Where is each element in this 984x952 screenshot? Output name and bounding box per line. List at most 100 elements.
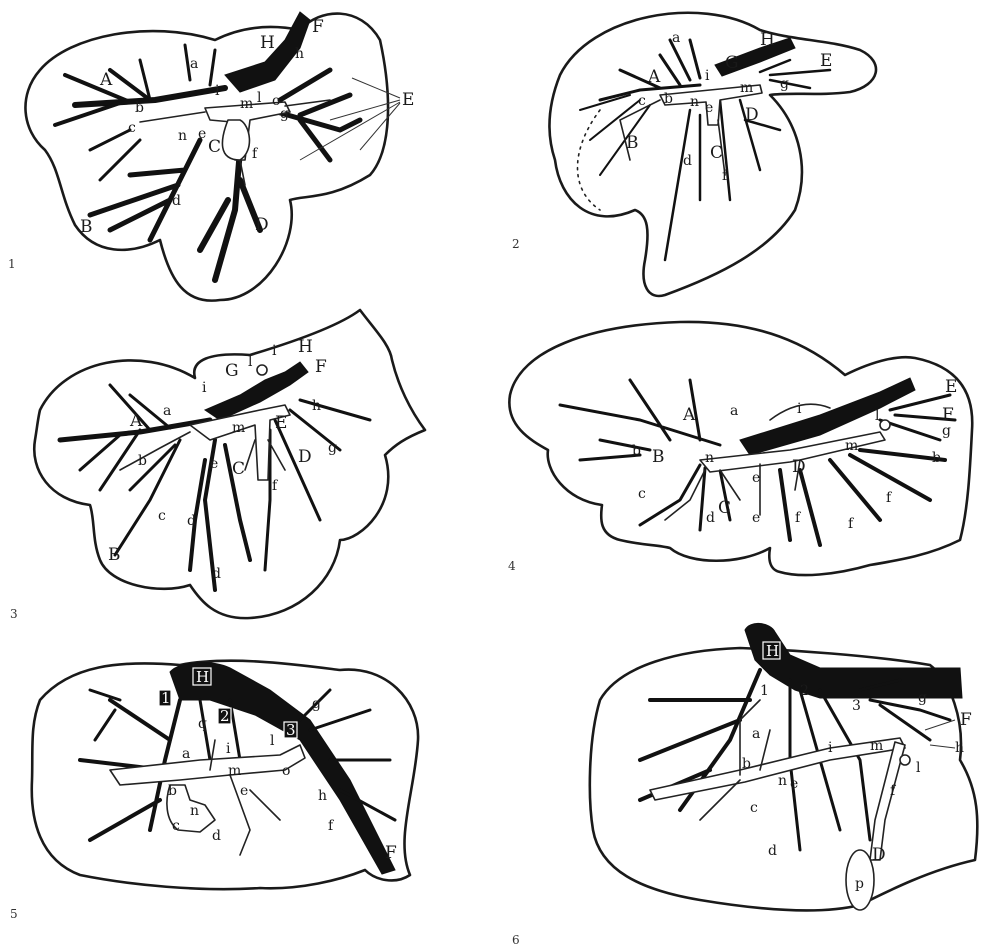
figure-number-6: 6 — [512, 933, 520, 947]
panel-1-label: B — [80, 217, 93, 237]
panel-6-label: f — [890, 783, 897, 799]
figure-number-1: 1 — [8, 257, 16, 271]
panel-2-label: m — [740, 80, 753, 96]
panel-1-label: a — [190, 56, 198, 72]
panel-6-label: m — [870, 738, 883, 754]
panel-6-label: a — [752, 726, 760, 742]
panel-5-label: l — [270, 733, 275, 749]
panel-4-label: d — [706, 510, 715, 526]
panel-4-label: m — [845, 438, 858, 454]
panel-6-label: c — [750, 800, 758, 816]
panel-5: H 1 2 3 a b c d e f F g h i l m n o q 5 — [10, 661, 418, 921]
panel-6-label: 3 — [852, 698, 861, 714]
panel-1-label: n — [178, 128, 187, 144]
panel-6-label: D — [872, 845, 886, 865]
panel-3: A B C D E F G H a b c d d e f g h i i l … — [10, 310, 425, 621]
panel-3-label: A — [129, 411, 143, 431]
panel-5-label: 1 — [161, 689, 171, 707]
panel-5-label: i — [226, 741, 231, 757]
panel-2-label: n — [690, 94, 699, 110]
panel-1-label: o — [272, 93, 280, 109]
figure-number-2: 2 — [512, 237, 520, 251]
panel-3-label: m — [232, 420, 245, 436]
panel-2-label: i — [705, 68, 710, 84]
panel-3-label: e — [210, 456, 218, 472]
panel-6-label: i — [828, 740, 833, 756]
panel-4-label: e — [752, 510, 760, 526]
panel-5-label: F — [385, 843, 397, 863]
panel-3-label: F — [315, 357, 327, 377]
panel-4-label: a — [730, 403, 738, 419]
panel-1-label: c — [128, 120, 136, 136]
panel-3-label: f — [272, 478, 279, 494]
panel-2: A B C D E G H a b c d e f g i m n 2 — [512, 13, 876, 296]
panel-6-label: p — [855, 876, 864, 892]
figure-number-5: 5 — [10, 907, 18, 921]
panel-1-label: e — [198, 126, 206, 142]
panel-2-label: e — [705, 100, 713, 116]
panel-6-label: b — [742, 756, 751, 772]
panel-2-label: B — [626, 133, 639, 153]
panel-5-label: m — [228, 763, 241, 779]
panel-1-label: m — [240, 96, 253, 112]
figure-number-3: 3 — [10, 607, 18, 621]
panel-4-label: l — [875, 408, 880, 424]
panel-1-label: b — [135, 100, 144, 116]
panel-2-label: D — [745, 105, 759, 125]
panel-6-label: l — [916, 760, 921, 776]
panel-6-label: g — [918, 690, 927, 706]
panel-6-label: H — [766, 642, 779, 660]
panel-6-label: h — [955, 740, 964, 756]
panel-2-label: H — [760, 30, 775, 50]
panel-6-label: d — [768, 843, 777, 859]
panel-6-label: n — [778, 773, 787, 789]
panel-5-label: b — [168, 783, 177, 799]
panel-3-label: g — [328, 440, 337, 456]
panel-1-label: h — [295, 46, 304, 62]
panel-4-label: g — [942, 423, 951, 439]
panel-5-label: n — [190, 803, 199, 819]
panel-3-label: d — [187, 513, 196, 529]
panel-5-label: g — [312, 696, 321, 712]
panel-4-label: f — [848, 516, 855, 532]
panel-1-label: f — [252, 146, 259, 162]
panel-3-label: i — [202, 380, 207, 396]
panel-2-label: G — [725, 53, 739, 73]
panel-4-label: A — [682, 405, 696, 425]
panel-4-outline — [509, 322, 972, 575]
panel-4-label: f — [795, 510, 802, 526]
panel-1-label: E — [402, 90, 414, 110]
panel-6-label: F — [960, 710, 972, 730]
panel-4-label: F — [942, 405, 954, 425]
figure-number-4: 4 — [508, 559, 516, 573]
panel-4-label: c — [638, 486, 646, 502]
panel-6-label: e — [790, 776, 798, 792]
panel-5-label: H — [196, 668, 209, 686]
panel-5-label: o — [282, 763, 290, 779]
panel-4-label: C — [718, 498, 731, 518]
panel-3-label: l — [248, 354, 253, 370]
panel-2-label: c — [638, 93, 646, 109]
panel-6: H 1 2 3 a b c d e f F g h i l m n p D 6 — [512, 623, 977, 947]
panel-1-label: l — [257, 90, 262, 106]
panel-3-veins — [60, 362, 370, 590]
panel-5-label: c — [172, 818, 180, 834]
panel-2-label: C — [710, 143, 723, 163]
panel-2-label: a — [672, 30, 680, 46]
panel-1-label: g — [280, 106, 289, 122]
panel-2-label: E — [820, 51, 832, 71]
panel-4-label: B — [652, 447, 665, 467]
panel-1-label: C — [208, 137, 221, 157]
panel-1-label: D — [255, 215, 269, 235]
panel-5-label: f — [328, 818, 335, 834]
panel-3-label: c — [158, 508, 166, 524]
panel-3-label: G — [225, 361, 239, 381]
panel-5-label: q — [198, 716, 207, 732]
panel-3-label: d — [212, 566, 221, 582]
panel-1-label: H — [260, 33, 275, 53]
panel-5-label: e — [240, 783, 248, 799]
panel-2-label: A — [647, 67, 661, 87]
panel-3-label: i — [272, 343, 277, 359]
panel-5-label: 3 — [286, 721, 296, 739]
panel-3-label: E — [275, 413, 287, 433]
